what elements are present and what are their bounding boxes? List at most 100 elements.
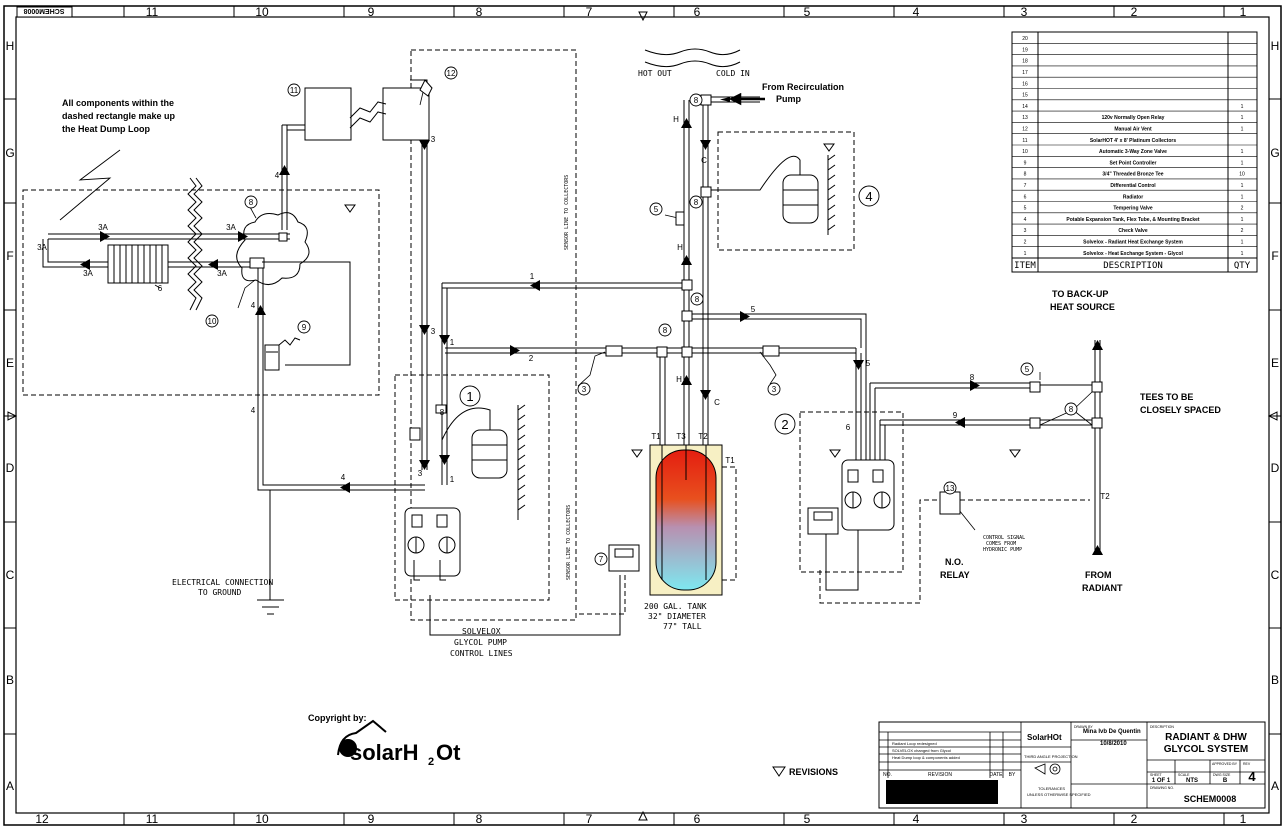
pipe-label: 8 [970,373,975,382]
recirc-label: From Recirculation [762,82,844,92]
tb-logo: SolarHOt [1027,733,1062,742]
pipe-label: 5 [866,359,871,368]
no-relay [939,491,961,515]
parts-row-item: 3 [1024,228,1027,234]
parts-row-description: Radiator [1123,194,1143,200]
tees-label: CLOSELY SPACED [1140,405,1221,415]
parts-row-item: 4 [1024,217,1027,223]
parts-row-qty: 1 [1241,149,1244,155]
electrical-label: ELECTRICAL CONNECTION [172,578,273,587]
revisions-label: REVISIONS [789,767,838,777]
row-label: A [6,779,14,793]
column-labels-top: SCHEM0008 11 10 9 8 7 6 5 4 3 2 1 [16,5,1247,19]
tb-date-header: DATE [990,772,1004,778]
parts-row-item: 17 [1022,70,1028,76]
copyright-label: Copyright by: [308,713,367,723]
tb-rev-note: Heat Dump loop & components added [892,755,960,760]
col-label: 3 [1021,5,1028,19]
col-label: 11 [146,5,159,19]
cold-in-label: COLD IN [716,69,750,78]
tb-rev-header: REVISION [928,772,952,778]
collector-panel [382,87,430,141]
pipe-label: 9 [953,411,958,420]
pipe-label: H [677,243,683,252]
from-radiant-label: RADIANT [1082,583,1123,593]
sun-roof-icon [337,719,387,756]
tees-label: TEES TO BE [1140,392,1193,402]
col-label: 6 [694,5,701,19]
balloon [594,552,608,566]
dump-loop-note: All components within the [62,98,174,108]
pipe-label: T2 [1100,492,1110,501]
parts-row-qty: 1 [1241,240,1244,246]
balloon [943,481,957,495]
balloon-label: 13 [946,484,955,493]
balloon [287,83,301,97]
third-angle-symbol [1034,763,1061,775]
pipe-label: 8 [440,408,445,417]
col-label: 8 [476,812,483,826]
parts-row-item: 1 [1024,251,1027,257]
pipe-label: 3A [98,223,108,232]
collector-panels [304,87,430,141]
row-label: F [6,249,13,263]
balloon [689,93,703,107]
parts-row-item: 20 [1022,36,1028,42]
corner-tag: SCHEM0008 [23,7,64,14]
column-labels-bottom: 12 11 10 9 8 7 6 5 4 3 2 1 [35,812,1246,826]
relay-label: N.O. [945,557,964,567]
sensor-line-label: SENSOR LINE TO COLLECTORS [566,505,572,580]
row-label: H [1271,39,1280,53]
pipe-label: T1 [651,432,661,441]
tb-date: 10/8/2010 [1100,741,1127,747]
parts-row-qty: 1 [1241,160,1244,166]
col-label: 4 [913,812,920,826]
balloon [774,413,796,435]
ground-symbol [257,599,284,615]
pipe-label: 3 [431,135,436,144]
balloon [459,385,481,407]
row-label: C [6,568,15,582]
tb-no-header: NO. [883,772,892,778]
balloon-label: 7 [599,555,604,564]
col-label: 3 [1021,812,1028,826]
tb-approved-label: APPROVED BY [1212,762,1238,766]
parts-row-qty: 1 [1241,115,1244,121]
parts-row-item: 19 [1022,47,1028,53]
balloon-label: 11 [290,86,299,95]
tb-tolerances: TOLERANCES [1038,786,1065,791]
balloon-label: 8 [695,295,700,304]
tb-description-label: DESCRIPTION [1150,725,1174,729]
row-label: D [1271,461,1280,475]
tb-drawn-label: DRAWN BY [1074,725,1093,729]
row-label: F [1271,249,1278,263]
relay-label: RELAY [940,570,970,580]
col-label: 4 [913,5,920,19]
col-label: 1 [1240,812,1247,826]
parts-row-item: 15 [1022,93,1028,99]
balloon-label: 4 [865,189,872,204]
recirc-label: Pump [776,94,802,104]
logo-sub: 2 [428,756,434,768]
storage-tank [649,444,723,596]
parts-row-description: Check Valve [1118,228,1147,234]
pipe-label: C [714,398,720,407]
hot-out-label: HOT OUT [638,69,672,78]
col-label: 5 [804,5,811,19]
set-point-controller [262,261,351,371]
balloon-label: 1 [466,389,473,404]
balloon-label: 8 [694,96,699,105]
col-label: 10 [255,812,269,826]
tb-dwg-label: DRAWING NO. [1150,786,1174,790]
balloon-label: 8 [694,198,699,207]
balloon-label: 6 [158,284,163,293]
balloon-label: 5 [1025,365,1030,374]
parts-row-qty: 2 [1241,206,1244,212]
parts-header-item: ITEM [1014,261,1036,271]
heat-dump-loop-box [22,189,380,396]
parts-row-description: Set Point Controller [1110,160,1157,166]
balloon-label: 8 [663,326,668,335]
expansion-tank-box [717,131,855,251]
tb-dwg-no: SCHEM0008 [1184,794,1237,804]
